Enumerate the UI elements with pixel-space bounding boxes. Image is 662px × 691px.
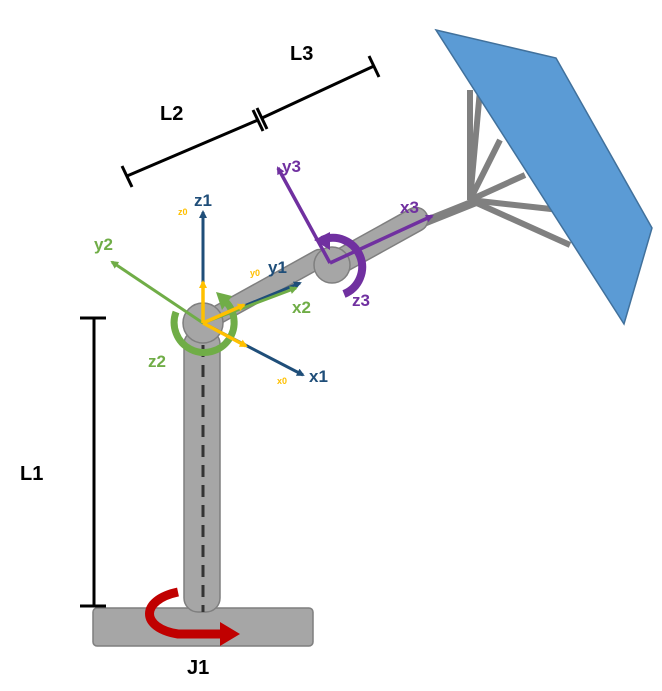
label-y1: y1: [268, 258, 287, 277]
strut: [423, 195, 482, 227]
dimension-l3: [255, 55, 381, 130]
z2-rotation-arrowhead: [216, 292, 232, 310]
label-y2: y2: [94, 235, 113, 254]
label-x2: x2: [292, 298, 311, 317]
strut: [467, 138, 503, 202]
x0-axis: [202, 321, 248, 348]
label-z1: z1: [194, 191, 212, 210]
strut: [468, 172, 527, 203]
label-x3: x3: [400, 198, 419, 217]
z3-rotation-arrowhead: [314, 232, 330, 250]
label-y3: y3: [282, 157, 301, 176]
label-x0: x0: [277, 376, 287, 386]
strut: [469, 197, 561, 213]
z2-rotation-arrow: [170, 297, 238, 356]
label-l3: L3: [290, 43, 313, 65]
solar-panel-assembly: [423, 28, 653, 326]
y0-axis: [202, 303, 246, 325]
joint-3: [313, 246, 351, 284]
base-rotation-arrow: [145, 587, 222, 639]
z3-rotation-arrow: [320, 233, 367, 298]
base-platform: [92, 607, 314, 647]
y2-axis: [110, 260, 204, 325]
label-z0: z0: [178, 207, 188, 217]
label-l1: L1: [20, 463, 43, 485]
dimension-l1: [80, 316, 106, 608]
label-l2: L2: [160, 103, 183, 125]
strut: [468, 197, 572, 248]
solar-panel: [434, 28, 653, 326]
dimension-l2: [120, 109, 265, 188]
x3-axis: [329, 214, 434, 265]
label-y0: y0: [250, 268, 260, 278]
base-rotation-arrowhead: [220, 622, 240, 646]
label-j1: J1: [187, 657, 209, 679]
label-z2: z2: [148, 352, 166, 371]
y3-axis: [276, 166, 332, 264]
label-z3: z3: [352, 291, 370, 310]
label-x1: x1: [309, 367, 328, 386]
